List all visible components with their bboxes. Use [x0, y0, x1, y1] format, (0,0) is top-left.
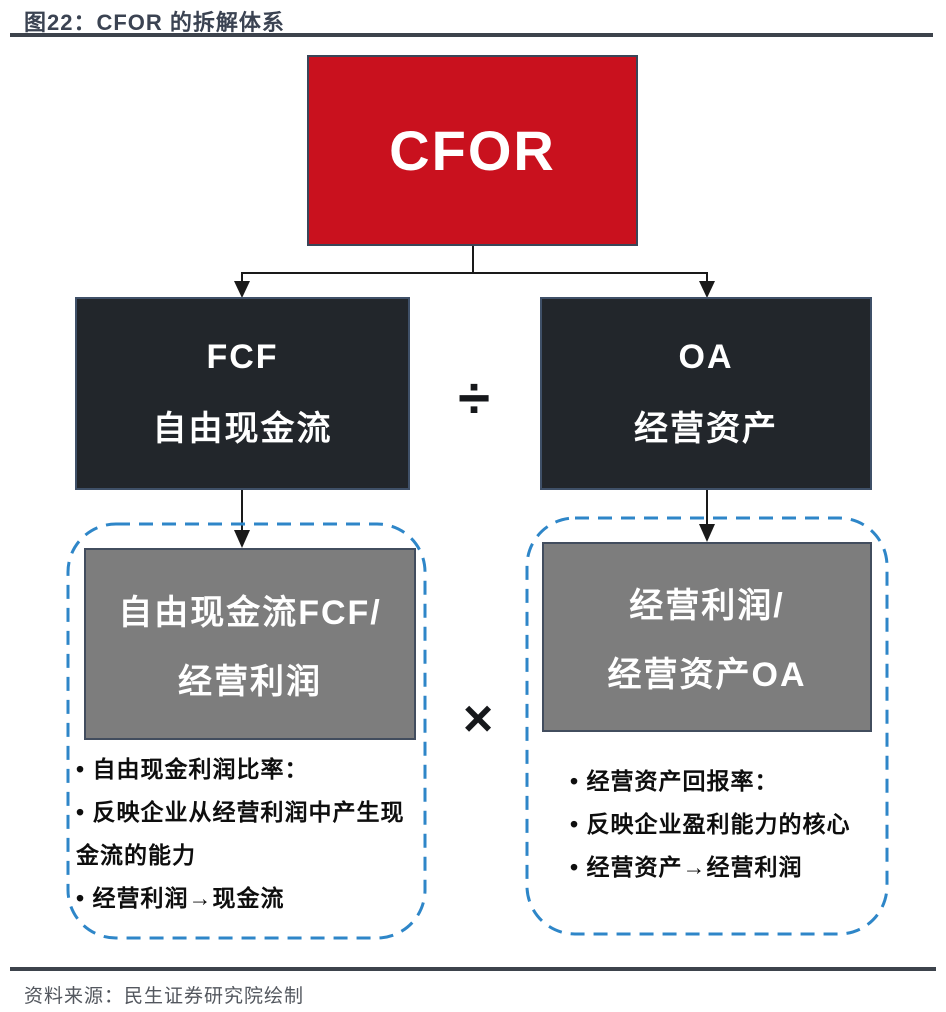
node-fcf-name: 自由现金流: [152, 409, 333, 448]
arrowhead-left-mid: [234, 530, 250, 548]
arrowhead-right-mid: [699, 524, 715, 542]
bullet-item: • 经营资产→经营利润: [570, 854, 803, 880]
node-oa: OA 经营资产: [540, 297, 872, 490]
divide-operator: ÷: [458, 366, 490, 431]
bullet-item: • 经营利润→现金流: [76, 885, 285, 911]
bullet-list-fcf: • 自由现金利润比率： • 反映企业从经营利润中产生现金流的能力 • 经营利润→…: [76, 748, 424, 920]
bullet-item: • 反映企业从经营利润中产生现金流的能力: [76, 799, 405, 868]
figure-title: 图22：CFOR 的拆解体系: [24, 10, 285, 35]
node-oa-ratio: 经营利润/ 经营资产OA: [542, 542, 872, 732]
node-fcf-ratio: 自由现金流FCF/ 经营利润: [84, 548, 416, 740]
node-fcf-ratio-line2: 经营利润: [178, 663, 322, 701]
node-oa-ratio-line1: 经营利润/: [629, 587, 785, 625]
node-fcf-ratio-line1: 自由现金流FCF/: [118, 594, 382, 632]
node-fcf-abbr: FCF: [206, 337, 279, 376]
bullet-item: • 反映企业盈利能力的核心: [570, 811, 851, 837]
node-oa-ratio-line2: 经营资产OA: [607, 656, 807, 694]
bullet-list-oa: • 经营资产回报率： • 反映企业盈利能力的核心 • 经营资产→经营利润: [570, 760, 885, 889]
multiply-operator: ×: [462, 690, 494, 748]
title-divider: [10, 33, 933, 37]
node-fcf: FCF 自由现金流: [75, 297, 410, 490]
arrowhead-right-top: [699, 281, 715, 298]
node-cfor-label: CFOR: [389, 119, 556, 182]
footer-divider: [10, 967, 936, 971]
node-oa-name: 经营资产: [634, 409, 778, 448]
source-note: 资料来源：民生证券研究院绘制: [24, 986, 305, 1007]
node-cfor: CFOR: [307, 55, 638, 246]
bullet-item: • 自由现金利润比率：: [76, 756, 309, 782]
node-oa-abbr: OA: [678, 337, 734, 376]
bullet-item: • 经营资产回报率：: [570, 768, 779, 794]
arrowhead-left-top: [234, 281, 250, 298]
